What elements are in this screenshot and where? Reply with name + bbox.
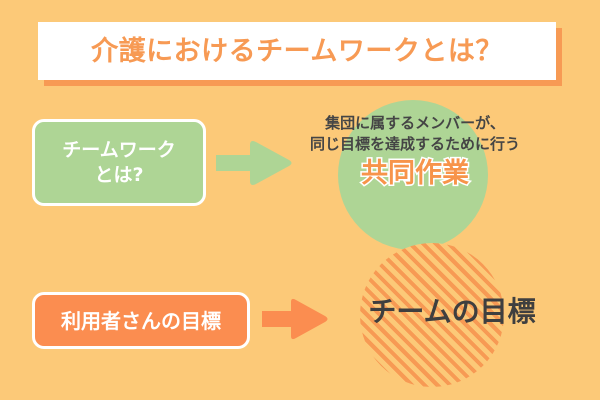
arrow-right-icon: [262, 298, 328, 340]
definition-line-1: 集団に属するメンバーが、: [325, 114, 505, 132]
definition-accent-phrase: 共同作業: [360, 157, 471, 189]
teamwork-label-line1: チームワーク: [62, 139, 176, 162]
team-goal-headline: チームの目標: [368, 295, 536, 328]
user-goal-label: 利用者さんの目標: [61, 308, 221, 333]
arrow-right-icon: [216, 141, 292, 185]
page-title: 介護におけるチームワークとは？: [91, 35, 503, 67]
definition-text-block: 集団に属するメンバーが、 同じ目標を達成するために行う 共同作業: [284, 113, 546, 189]
user-goal-label-box: 利用者さんの目標: [32, 292, 250, 349]
teamwork-label-box: チームワーク とは?: [32, 119, 206, 206]
definition-line-2: 同じ目標を達成するために行う: [309, 135, 520, 154]
team-goal-striped-circle-decoration: [360, 243, 504, 387]
definition-circle-decoration: [338, 100, 488, 250]
teamwork-label-line2: とは?: [94, 163, 144, 186]
title-banner: 介護におけるチームワークとは？: [38, 22, 556, 80]
